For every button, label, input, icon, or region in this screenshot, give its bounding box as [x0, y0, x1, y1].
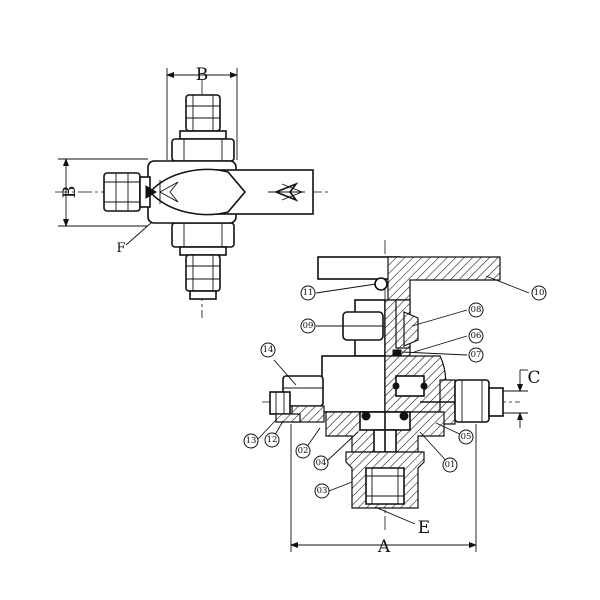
section-lower-body	[325, 411, 445, 453]
port-e-label: E	[418, 518, 430, 538]
svg-text:08: 08	[471, 305, 482, 315]
top-lower-fitting	[171, 222, 235, 300]
callout-12: 12	[264, 432, 280, 448]
face-f-leader: F	[116, 221, 153, 256]
dimension-b-side: B	[58, 158, 148, 227]
svg-text:05: 05	[461, 432, 472, 442]
dimension-b-top: B	[166, 65, 238, 160]
callout-01: 01	[442, 457, 458, 473]
svg-text:04: 04	[316, 458, 327, 468]
svg-text:06: 06	[471, 331, 482, 341]
callout-09: 09	[300, 318, 316, 334]
section-handle	[317, 256, 501, 301]
svg-text:02: 02	[298, 446, 309, 456]
callout-05: 05	[458, 429, 474, 445]
section-bottom-port	[345, 451, 425, 509]
section-view: A C E	[243, 240, 547, 557]
svg-text:11: 11	[303, 288, 314, 298]
port-e-leader: E	[374, 506, 430, 538]
dimension-a-label: A	[377, 537, 391, 557]
top-view: B B F	[55, 65, 330, 318]
callout-03: 03	[314, 483, 330, 499]
section-right-fitting	[420, 379, 504, 425]
callout-07: 07	[468, 347, 484, 363]
callout-02: 02	[295, 443, 311, 459]
section-body	[321, 355, 447, 413]
callout-06: 06	[468, 328, 484, 344]
callout-14: 14	[260, 342, 276, 358]
callout-08: 08	[468, 302, 484, 318]
section-bonnet	[342, 299, 419, 357]
svg-text:10: 10	[534, 288, 545, 298]
svg-text:03: 03	[317, 486, 328, 496]
callout-13: 13	[243, 433, 259, 449]
callout-11: 11	[300, 285, 316, 301]
top-upper-fitting	[171, 94, 235, 162]
svg-text:07: 07	[471, 350, 482, 360]
svg-text:12: 12	[267, 435, 278, 445]
svg-text:01: 01	[445, 460, 456, 470]
dimension-b-side-label: B	[60, 186, 80, 199]
svg-text:14: 14	[263, 345, 274, 355]
callout-04: 04	[313, 455, 329, 471]
svg-text:09: 09	[303, 321, 314, 331]
dimension-c: C	[503, 368, 541, 428]
dimension-c-label: C	[527, 368, 540, 388]
dimension-a: A	[290, 424, 477, 557]
callout-10: 10	[531, 285, 547, 301]
face-f-label: F	[116, 241, 125, 256]
svg-text:13: 13	[246, 436, 257, 446]
top-left-fitting	[103, 172, 151, 212]
dimension-b-top-label: B	[196, 65, 209, 85]
top-stem-cone	[145, 168, 247, 216]
section-left-fitting	[269, 375, 325, 423]
